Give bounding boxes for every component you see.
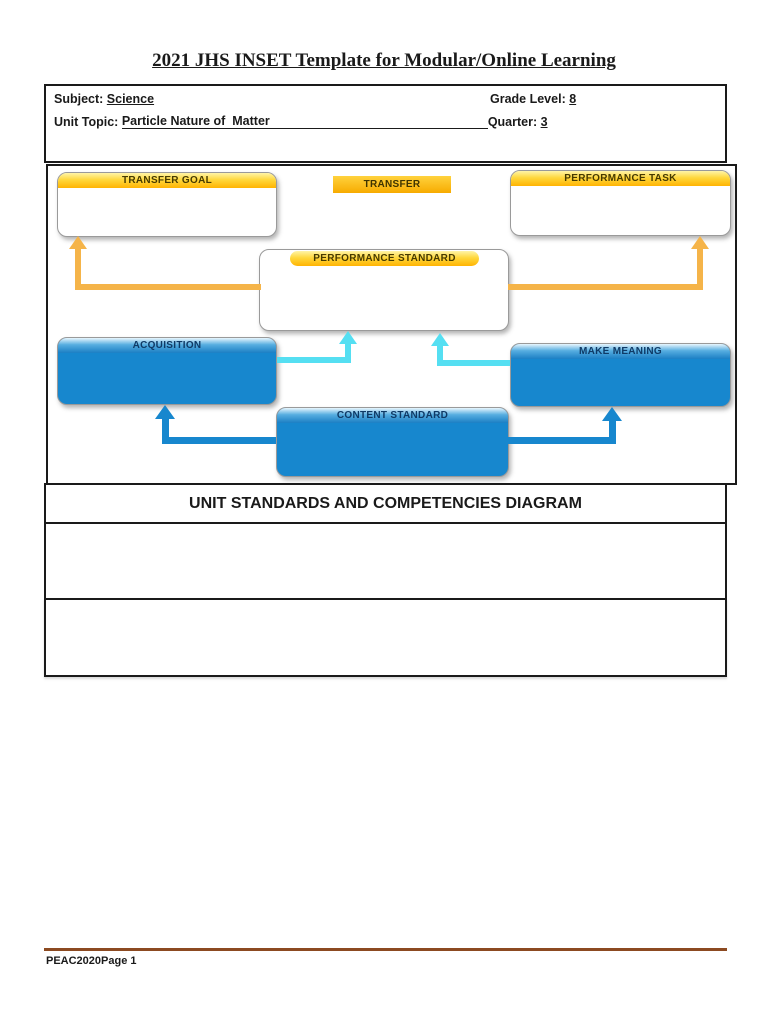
empty-table-row-2 [44, 598, 727, 677]
grade-level-value: 8 [569, 92, 577, 106]
node-transfer-badge: TRANSFER [333, 176, 451, 193]
arrow-ps-to-performance-task-head [691, 236, 709, 249]
arrow-cs-to-acquisition-line-v [162, 419, 169, 444]
node-make-meaning-body [511, 359, 730, 406]
node-performance-task-body [511, 186, 730, 235]
node-make-meaning: MAKE MEANING [510, 343, 731, 407]
arrow-cs-to-make-meaning-line-h [508, 437, 616, 444]
arrow-make-meaning-to-ps-line-v [437, 346, 443, 366]
footer-page-label: PEAC2020Page 1 [46, 955, 137, 967]
arrow-ps-to-transfer-goal-head [69, 236, 87, 249]
footer-rule [44, 948, 727, 951]
subject-line: Subject: Science [54, 92, 154, 106]
subject-value: Science [106, 92, 155, 106]
arrow-cs-to-acquisition-line-h [162, 437, 276, 444]
node-transfer-goal-header: TRANSFER GOAL [58, 173, 276, 188]
unit-topic-value: Particle Nature of Matter [121, 114, 488, 129]
node-acquisition-body [58, 353, 276, 404]
node-performance-task-header: PERFORMANCE TASK [511, 171, 730, 186]
info-table: Subject: Science Grade Level: 8 Unit Top… [44, 84, 727, 163]
node-transfer-goal-body [58, 188, 276, 236]
arrow-acquisition-to-ps-line-v [345, 344, 351, 363]
node-acquisition-header: ACQUISITION [58, 338, 276, 353]
node-transfer-goal: TRANSFER GOAL [57, 172, 277, 237]
node-content-standard: CONTENT STANDARD [276, 407, 509, 477]
grade-level-label: Grade Level: [490, 92, 570, 106]
arrow-make-meaning-to-ps-head [431, 333, 449, 346]
arrow-ps-to-transfer-goal-line-h [75, 284, 261, 290]
grade-level-line: Grade Level: 8 [490, 92, 576, 106]
arrow-ps-to-performance-task-line-h [508, 284, 703, 290]
page-title: 2021 JHS INSET Template for Modular/Onli… [0, 50, 768, 72]
node-content-standard-body [277, 423, 508, 476]
node-make-meaning-header: MAKE MEANING [511, 344, 730, 359]
diagram-canvas: TRANSFER GOAL TRANSFER PERFORMANCE TASK … [46, 164, 737, 485]
diagram-title-text: UNIT STANDARDS AND COMPETENCIES DIAGRAM [189, 494, 582, 512]
arrow-cs-to-make-meaning-head [602, 407, 622, 421]
page-title-text: 2021 JHS INSET Template for Modular/Onli… [152, 50, 616, 71]
arrow-cs-to-make-meaning-line-v [609, 421, 616, 444]
node-acquisition: ACQUISITION [57, 337, 277, 405]
node-performance-task: PERFORMANCE TASK [510, 170, 731, 236]
arrow-cs-to-acquisition-head [155, 405, 175, 419]
node-content-standard-header: CONTENT STANDARD [277, 408, 508, 423]
quarter-label: Quarter: [487, 115, 541, 129]
subject-label: Subject: [54, 92, 107, 106]
quarter-value: 3 [540, 115, 548, 129]
node-performance-standard: PERFORMANCE STANDARD [259, 249, 509, 331]
empty-table-row-1 [44, 522, 727, 600]
arrow-ps-to-transfer-goal-line-v [75, 249, 81, 290]
arrow-acquisition-to-ps-head [339, 331, 357, 344]
node-performance-standard-header: PERFORMANCE STANDARD [290, 251, 479, 266]
arrow-acquisition-to-ps-line-h [277, 357, 351, 363]
arrow-ps-to-performance-task-line-v [697, 249, 703, 290]
arrow-make-meaning-to-ps-line-h [437, 360, 510, 366]
diagram-title-row: UNIT STANDARDS AND COMPETENCIES DIAGRAM [44, 483, 727, 524]
unit-topic-label: Unit Topic: [54, 115, 122, 129]
